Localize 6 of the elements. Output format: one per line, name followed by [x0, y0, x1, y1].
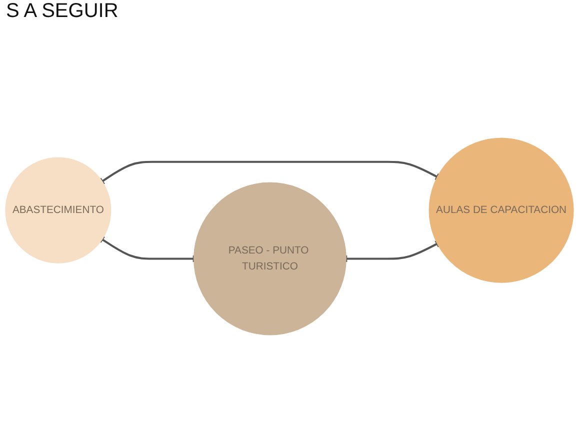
node-circle: ABASTECIMIENTO [5, 157, 112, 264]
title: S A SEGUIR [6, 0, 118, 22]
node-circle: AULAS DE CAPACITACION [428, 138, 574, 283]
node-circle: PASEO - PUNTO TURISTICO [194, 182, 346, 336]
connector [345, 240, 440, 264]
connector [99, 235, 195, 264]
